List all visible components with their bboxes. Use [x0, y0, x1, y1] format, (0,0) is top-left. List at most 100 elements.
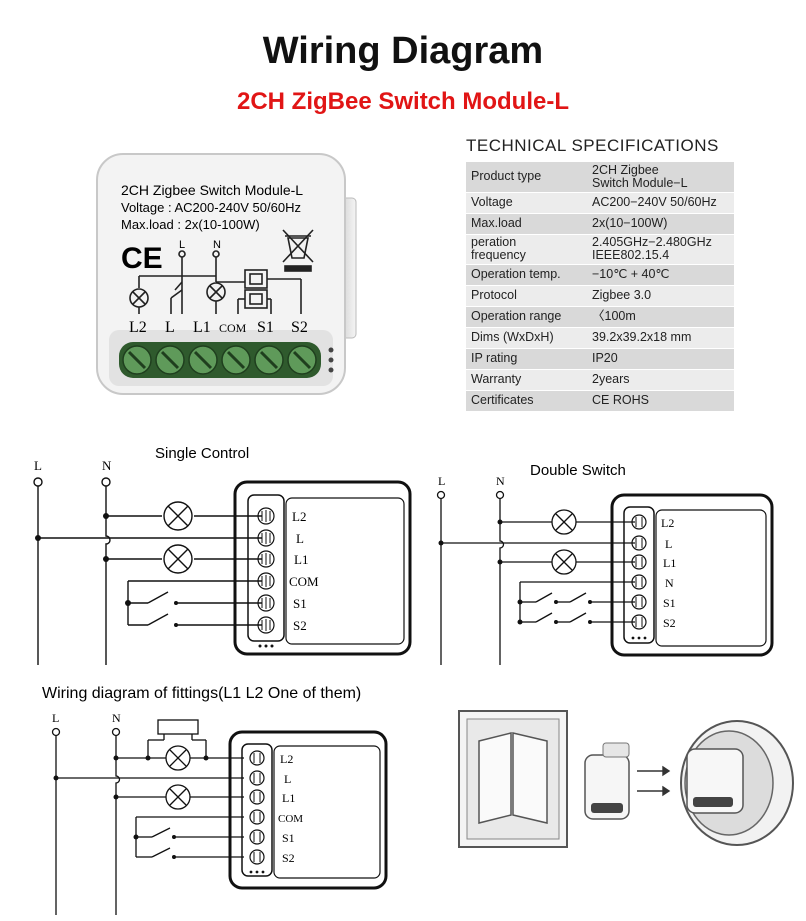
single-line-l-label: L [34, 458, 42, 473]
installation-illustration [458, 710, 794, 848]
double-junctions [438, 519, 592, 625]
double-terminal-l1: L1 [663, 556, 676, 570]
fittings-wires [51, 719, 244, 915]
fittings-terminal-labels: L2 L L1 COM S1 S2 [278, 752, 303, 865]
fittings-line-l-label: L [52, 711, 59, 725]
fittings-terminal-l: L [284, 772, 291, 786]
spec-value: −10℃ + 40℃ [587, 264, 734, 286]
module-top-n: N [213, 239, 221, 251]
single-terminal-l: L [296, 531, 304, 546]
fittings-terminal-l2: L2 [280, 752, 293, 766]
module-terminal-l: L [165, 319, 175, 336]
spec-value: 〈100m [587, 306, 734, 328]
single-terminal-s1: S1 [293, 596, 307, 611]
indicator-dots [328, 347, 334, 373]
spec-value: 39.2x39.2x18 mm [587, 327, 734, 349]
fittings-diagram: Wiring diagram of fittings(L1 L2 One of … [42, 685, 388, 915]
single-module-outline [233, 480, 412, 656]
fittings-terminal-s2: S2 [282, 851, 295, 865]
spec-key: Product type [466, 162, 587, 193]
fittings-terminal-l1: L1 [282, 791, 295, 805]
fittings-junctions [53, 755, 209, 859]
fittings-terminal-com: COM [278, 813, 303, 825]
spec-value: 2CH Zigbee Switch Module−L [587, 162, 734, 193]
single-control-title: Single Control [155, 445, 249, 462]
module-terminal-com: COM [219, 321, 247, 335]
spec-value: Zigbee 3.0 [587, 285, 734, 307]
spec-value: CE ROHS [587, 390, 734, 412]
page-subtitle: 2CH ZigBee Switch Module-L [236, 88, 569, 115]
arrow-icon [637, 765, 671, 797]
single-wires [33, 477, 262, 665]
module-terminal-l2: L2 [129, 319, 147, 336]
single-terminal-s2: S2 [293, 618, 307, 633]
double-line-l-label: L [438, 474, 445, 488]
fittings-terminal-s1: S1 [282, 831, 295, 845]
module-top-l: L [179, 239, 185, 251]
double-terminal-s1: S1 [663, 596, 676, 610]
spec-key: peration frequency [466, 234, 587, 265]
spec-key: Protocol [466, 285, 587, 307]
spec-key: Certificates [466, 390, 587, 412]
single-terminal-com: COM [289, 574, 319, 589]
spec-row: Operation range〈100m [466, 306, 734, 328]
spec-heading: TECHNICAL SPECIFICATIONS [466, 136, 719, 155]
fittings-title: Wiring diagram of fittings(L1 L2 One of … [42, 685, 361, 702]
module-label-line2: Voltage : AC200-240V 50/60Hz [121, 200, 301, 215]
spec-key: Voltage [466, 192, 587, 214]
double-switch-title: Double Switch [530, 462, 626, 479]
module-terminal-s2: S2 [291, 319, 308, 336]
spec-value: IP20 [587, 348, 734, 370]
wall-switch-icon [458, 710, 568, 848]
ce-mark: CE [121, 242, 163, 275]
single-terminal-l1: L1 [294, 552, 308, 567]
spec-value: 2x(10−100W) [587, 213, 734, 235]
single-control-diagram: Single Control L N [33, 445, 412, 665]
module-schematic [129, 250, 302, 314]
small-module-icon [584, 742, 630, 820]
spec-key: Warranty [466, 369, 587, 391]
double-line-n-label: N [496, 474, 505, 488]
page-title: Wiring Diagram [262, 30, 544, 72]
single-line-n-label: N [102, 458, 112, 473]
double-terminal-labels: L2 L L1 N S1 S2 [661, 516, 676, 630]
fittings-line-n-label: N [112, 711, 121, 725]
module-terminal-labels: L2 L L1 COM S1 S2 [129, 319, 308, 336]
module-label-line1: 2CH Zigbee Switch Module-L [121, 182, 303, 198]
single-terminal-l2: L2 [292, 509, 306, 524]
spec-row: Dims (WxDxH)39.2x39.2x18 mm [466, 327, 734, 349]
double-terminal-l2: L2 [661, 516, 674, 530]
module-terminal-s1: S1 [257, 319, 274, 336]
spec-value: 2years [587, 369, 734, 391]
spec-key: Operation temp. [466, 264, 587, 286]
double-wires [436, 490, 635, 665]
double-terminal-n: N [665, 576, 674, 590]
spec-key: Operation range [466, 306, 587, 328]
single-junctions [35, 513, 178, 627]
single-terminal-labels: L2 L L1 COM S1 S2 [289, 509, 319, 633]
fittings-module-outline [228, 730, 388, 890]
double-terminal-l: L [665, 537, 672, 551]
spec-key: Max.load [466, 213, 587, 235]
weee-bin-icon [282, 229, 314, 272]
spec-value: AC200−240V 50/60Hz [587, 192, 734, 214]
module-label-line3: Max.load : 2x(10-100W) [121, 217, 260, 232]
spec-value: 2.405GHz−2.480GHz IEEE802.15.4 [587, 234, 734, 265]
spec-row: Operation temp.−10℃ + 40℃ [466, 264, 734, 286]
module-product-image: 2CH Zigbee Switch Module-L Voltage : AC2… [96, 153, 357, 395]
module-terminal-l1: L1 [193, 319, 211, 336]
double-module-outline [610, 493, 774, 657]
wall-box-icon [680, 720, 794, 846]
double-terminal-s2: S2 [663, 616, 676, 630]
spec-key: Dims (WxDxH) [466, 327, 587, 349]
double-switch-diagram: Double Switch L N [436, 462, 774, 665]
